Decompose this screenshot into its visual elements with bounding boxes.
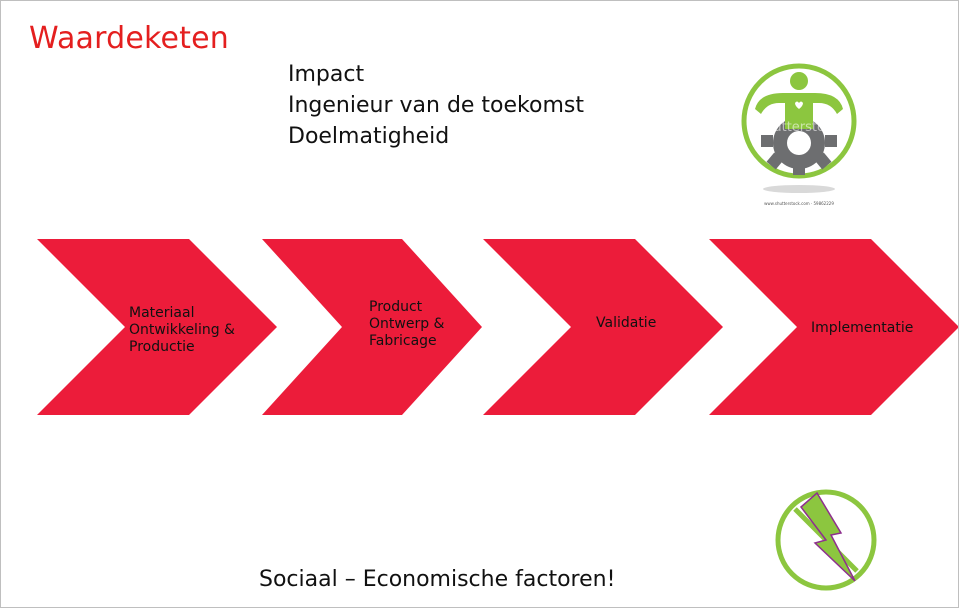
step-material-line-3: Productie: [129, 339, 195, 355]
step-material-line-2: Ontwikkeling &: [129, 322, 235, 338]
point-engineer: Ingenieur van de toekomst: [288, 93, 584, 118]
step-product-line-3: Fabricage: [369, 333, 437, 349]
step-material: Materiaal Ontwikkeling & Productie: [37, 239, 277, 415]
footer-text: Sociaal – Economische factoren!: [259, 567, 616, 592]
point-impact: Impact: [288, 62, 365, 87]
step-implementation-label: Implementatie: [811, 320, 914, 336]
step-product-label: Product Ontwerp & Fabricage: [369, 299, 444, 350]
step-material-label: Materiaal Ontwikkeling & Productie: [129, 305, 235, 356]
stock-caption: www.shutterstock.com · 59862229: [764, 201, 834, 206]
step-product-line-1: Product: [369, 299, 423, 315]
point-efficiency: Doelmatigheid: [288, 124, 450, 149]
stock-watermark: shutterstock: [758, 120, 840, 135]
step-implementation: Implementatie: [709, 239, 958, 415]
step-validation-label: Validatie: [596, 315, 657, 331]
step-product: Product Ontwerp & Fabricage: [262, 239, 482, 415]
lightning-icon: [771, 485, 881, 595]
slide-title: Waardeketen: [29, 21, 230, 56]
step-material-line-1: Materiaal: [129, 305, 195, 321]
step-validation: Validatie: [483, 239, 723, 415]
gear-person-icon: shutterstock www.shutterstock.com · 5986…: [739, 59, 859, 209]
step-product-line-2: Ontwerp &: [369, 316, 445, 332]
key-points: Impact Ingenieur van de toekomst Doelmat…: [288, 59, 584, 152]
